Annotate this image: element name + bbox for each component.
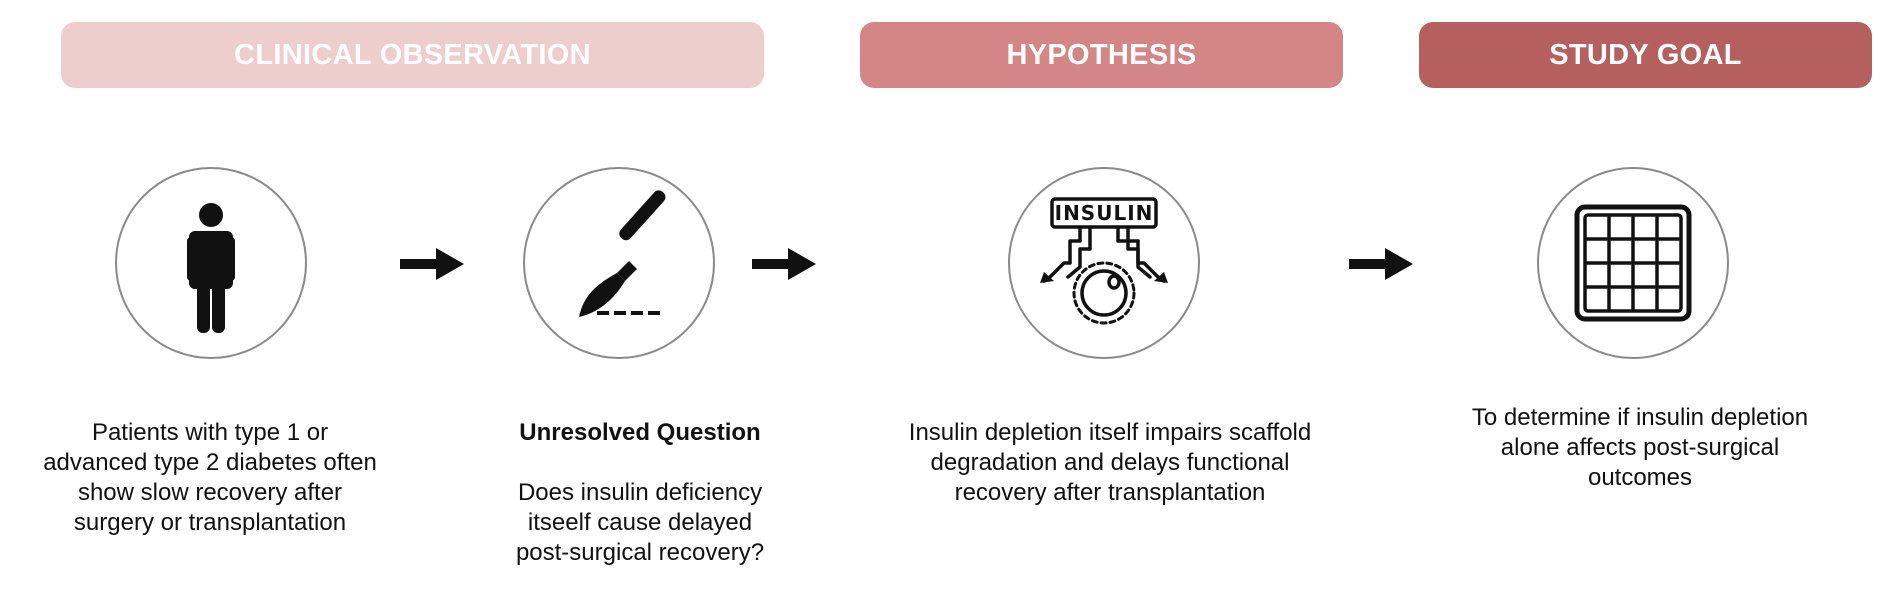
insulin-label: INSULIN	[1055, 201, 1154, 225]
scalpel-icon-circle	[523, 167, 715, 359]
insulin-cell-icon: INSULIN	[1040, 197, 1168, 325]
question-text-line: itseelf cause delayed	[527, 509, 753, 536]
person-icon	[187, 203, 235, 333]
question-text-line: Does insulin deficiency	[517, 479, 763, 506]
scaffold-grid-icon	[1574, 204, 1692, 322]
scalpel-icon	[579, 190, 666, 317]
goal-text-line: outcomes	[1587, 464, 1693, 491]
goal-text-line: alone affects post-surgical	[1500, 434, 1780, 461]
clinical-observation-header-label: CLINICAL OBSERVATION	[234, 38, 591, 71]
arrow-right-icon	[752, 248, 816, 280]
question-text-line: post-surgical recovery?	[515, 539, 765, 566]
study-goal-text: To determine if insulin depletion alone …	[1430, 403, 1850, 493]
observation-text-line: surgery or transplantation	[73, 509, 347, 536]
observation-text-line: show slow recovery after	[77, 479, 343, 506]
observation-text-line: advanced type 2 diabetes often	[43, 449, 377, 476]
observation-text: Patients with type 1 or advanced type 2 …	[20, 418, 400, 538]
hypothesis-text: Insulin depletion itself impairs scaffol…	[870, 418, 1350, 508]
arrow-right-icon	[400, 248, 464, 280]
scaffold-grid-icon-circle	[1537, 167, 1729, 359]
study-goal-header: STUDY GOAL	[1419, 22, 1872, 88]
hypothesis-header-label: HYPOTHESIS	[1006, 38, 1197, 71]
unresolved-question-text: Unresolved Question Does insulin deficie…	[470, 418, 810, 568]
hypothesis-text-line: Insulin depletion itself impairs scaffol…	[908, 419, 1312, 446]
goal-text-line: To determine if insulin depletion	[1471, 404, 1809, 431]
person-icon-circle	[115, 167, 307, 359]
insulin-cell-icon-circle: INSULIN	[1008, 167, 1200, 359]
hypothesis-text-line: degradation and delays functional	[930, 449, 1290, 476]
observation-text-line: Patients with type 1 or	[91, 419, 329, 446]
hypothesis-header: HYPOTHESIS	[860, 22, 1343, 88]
unresolved-question-title: Unresolved Question	[519, 419, 761, 446]
hypothesis-text-line: recovery after transplantation	[954, 479, 1266, 506]
arrow-right-icon	[1349, 248, 1413, 280]
study-goal-header-label: STUDY GOAL	[1549, 38, 1742, 71]
clinical-observation-header: CLINICAL OBSERVATION	[61, 22, 764, 88]
